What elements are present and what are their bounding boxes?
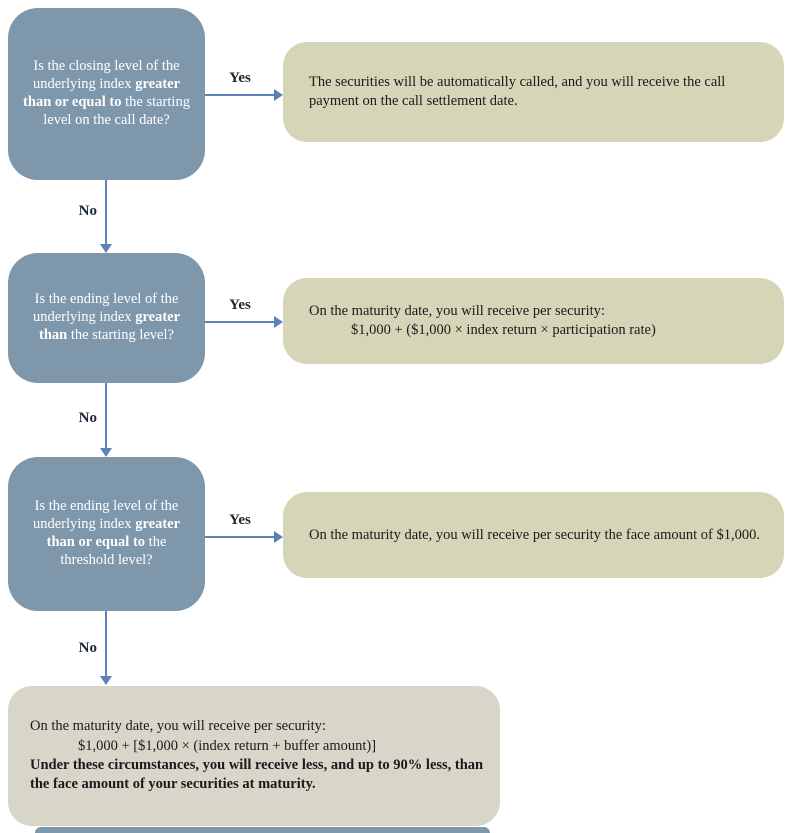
clipped-box-edge (35, 827, 490, 833)
final-text: On the maturity date, you will receive p… (30, 718, 326, 735)
final-formula: $1,000 + [$1,000 × (index return + buffe… (78, 737, 377, 754)
arrowhead-right-icon (274, 89, 283, 101)
answer-text: The securities will be automatically cal… (309, 74, 726, 109)
arrow-line (105, 611, 107, 676)
arrowhead-down-icon (100, 676, 112, 685)
question-text-pre: Is the ending level of the underlying in… (32, 291, 179, 326)
no-label: No (78, 203, 97, 219)
arrowhead-right-icon (274, 316, 283, 328)
question-text-post: the starting level on the call date? (43, 94, 190, 128)
question-text: Is the ending level of the underlying in… (8, 291, 205, 345)
question-text-post: the starting level? (67, 326, 174, 343)
arrowhead-right-icon (274, 531, 283, 543)
question-text-bold: greater than or equal to (46, 516, 181, 550)
arrowhead-down-icon (100, 244, 112, 253)
answer-box-face-amount: On the maturity date, you will receive p… (283, 492, 784, 578)
question-box-call-date: Is the closing level of the underlying i… (8, 8, 205, 180)
answer-box-auto-call: The securities will be automatically cal… (283, 42, 784, 142)
answer-text: On the maturity date, you will receive p… (309, 526, 760, 543)
arrow-line (205, 321, 275, 323)
arrowhead-down-icon (100, 448, 112, 457)
question-text-pre: Is the closing level of the underlying i… (32, 58, 180, 93)
final-warning: Under these circumstances, you will rece… (30, 757, 484, 793)
arrow-line (105, 180, 107, 244)
question-text-bold: greater than (39, 309, 181, 343)
answer-text: On the maturity date, you will receive p… (309, 303, 605, 320)
no-label: No (78, 640, 97, 656)
question-text: Is the closing level of the underlying i… (8, 58, 205, 130)
answer-box-participation: On the maturity date, you will receive p… (283, 278, 784, 364)
question-text: Is the ending level of the underlying in… (8, 498, 205, 570)
final-box-buffered-loss: On the maturity date, you will receive p… (8, 686, 500, 826)
arrow-line (205, 536, 275, 538)
answer-formula: $1,000 + ($1,000 × index return × partic… (351, 322, 656, 338)
arrow-line (205, 94, 275, 96)
question-text-pre: Is the ending level of the underlying in… (32, 498, 179, 533)
question-text-post: the threshold level? (60, 534, 167, 568)
no-label: No (78, 410, 97, 426)
arrow-line (105, 383, 107, 448)
question-box-ending-vs-starting: Is the ending level of the underlying in… (8, 253, 205, 383)
yes-label: Yes (229, 70, 251, 86)
question-box-threshold: Is the ending level of the underlying in… (8, 457, 205, 611)
yes-label: Yes (229, 512, 251, 528)
yes-label: Yes (229, 297, 251, 313)
question-text-bold: greater than or equal to (23, 76, 181, 110)
